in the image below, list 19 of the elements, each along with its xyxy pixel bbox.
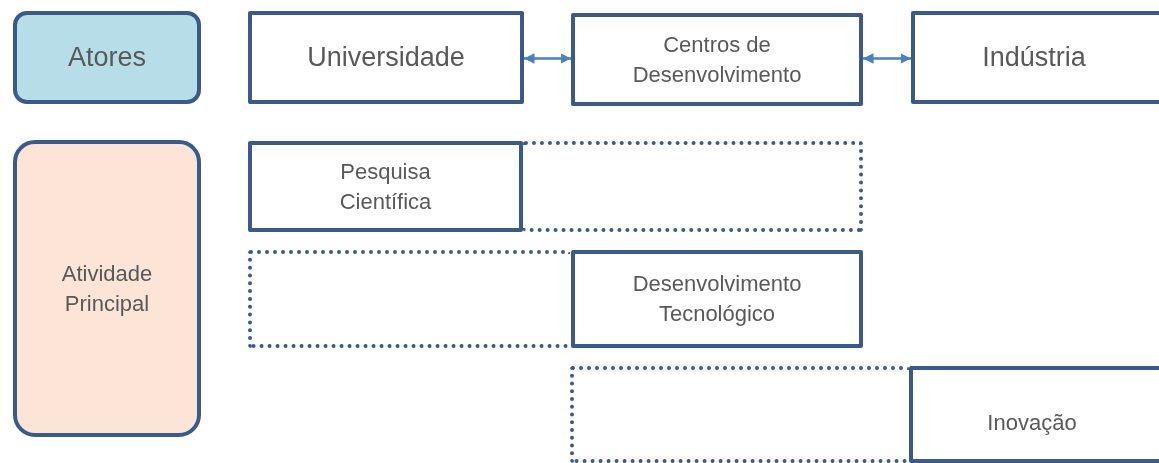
node-label: Pesquisa Científica <box>338 157 433 216</box>
activity-box <box>571 250 863 348</box>
double-arrow <box>524 53 571 64</box>
actor-header <box>13 11 201 104</box>
activity-box <box>248 141 523 232</box>
dotted-box <box>523 141 863 232</box>
node-label: Atores <box>67 41 146 75</box>
node-label: Universidade <box>307 41 465 75</box>
node-label: Atividade Principal <box>60 259 154 318</box>
actor-box <box>911 11 1159 104</box>
node-label: Centros de Desenvolvimento <box>631 30 803 89</box>
actor-box <box>248 11 524 104</box>
activity-header <box>13 140 201 437</box>
node-label: Inovação <box>987 408 1077 437</box>
node-label: Indústria <box>982 41 1086 75</box>
double-arrow <box>863 53 911 64</box>
node-label: Desenvolvimento Tecnológico <box>631 270 803 328</box>
actor-box <box>571 13 863 106</box>
activity-box <box>909 366 1159 463</box>
